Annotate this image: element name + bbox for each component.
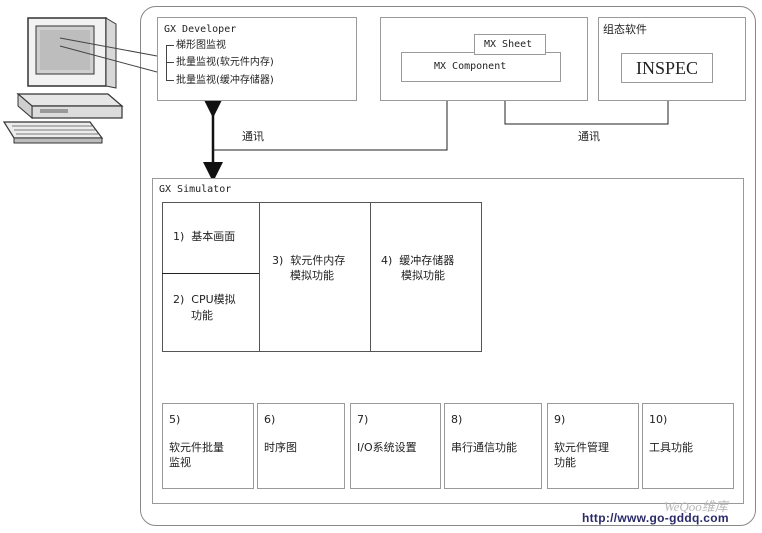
module-2-label-1: CPU模拟 <box>191 293 236 306</box>
module-2-number: 2) <box>173 293 185 306</box>
inspec-box: INSPEC <box>621 53 713 83</box>
gx-developer-item-2: 批量监视(软元件内存) <box>166 56 274 70</box>
gx-developer-item-1: 梯形图监视 <box>166 39 226 53</box>
mx-sheet-label: MX Sheet <box>484 39 533 50</box>
watermark-url: http://www.go-gddq.com <box>582 511 729 525</box>
config-software-label: 组态软件 <box>603 23 647 36</box>
module-10-label: 工具功能 <box>649 441 693 454</box>
config-software-box: 组态软件 INSPEC <box>598 17 746 101</box>
module-8-number: 8) <box>451 413 463 426</box>
gx-developer-box: GX Developer 梯形图监视 批量监视(软元件内存) 批量监视(缓冲存储… <box>157 17 357 101</box>
mx-component-box: MX Component <box>401 52 561 82</box>
gx-developer-item-3: 批量监视(缓冲存储器) <box>166 74 274 88</box>
module-device-memory: 3) 软元件内存 模拟功能 <box>259 202 371 352</box>
module-9-label-2: 功能 <box>554 456 576 469</box>
module-10-number: 10) <box>649 413 668 426</box>
module-7-number: 7) <box>357 413 369 426</box>
module-4-number: 4) <box>381 254 393 267</box>
module-buffer-memory: 4) 缓冲存储器 模拟功能 <box>370 202 482 352</box>
module-4-label-1: 缓冲存储器 <box>399 254 455 267</box>
module-6-label: 时序图 <box>264 441 297 454</box>
module-batch-monitor: 5) 软元件批量 监视 <box>162 403 254 489</box>
module-5-label-2: 监视 <box>169 456 191 469</box>
module-3-label-2: 模拟功能 <box>290 269 334 282</box>
module-basic-screen: 1) 基本画面 <box>162 202 260 274</box>
watermark-brand: WeQoo维库 <box>664 499 728 514</box>
comm-label-right: 通讯 <box>578 130 600 143</box>
comm-label-left: 通讯 <box>242 130 264 143</box>
module-1-label: 基本画面 <box>191 230 236 243</box>
module-serial-comm: 8) 串行通信功能 <box>444 403 542 489</box>
module-5-label-1: 软元件批量 <box>169 441 224 454</box>
module-3-label-1: 软元件内存 <box>290 254 346 267</box>
tree-branch <box>166 45 167 81</box>
module-tools: 10) 工具功能 <box>642 403 734 489</box>
inspec-label: INSPEC <box>635 57 698 78</box>
module-2-label-2: 功能 <box>191 309 213 322</box>
module-timing-chart: 6) 时序图 <box>257 403 345 489</box>
module-6-number: 6) <box>264 413 276 426</box>
mx-component-label: MX Component <box>434 61 507 72</box>
module-device-management: 9) 软元件管理 功能 <box>547 403 639 489</box>
outer-frame <box>140 6 756 526</box>
module-9-label-1: 软元件管理 <box>554 441 609 454</box>
module-4-label-2: 模拟功能 <box>401 269 445 282</box>
gx-simulator-title: GX Simulator <box>159 184 232 195</box>
module-5-number: 5) <box>169 413 181 426</box>
module-cpu-simulation: 2) CPU模拟 功能 <box>162 274 260 352</box>
module-9-number: 9) <box>554 413 566 426</box>
module-1-number: 1) <box>173 230 185 243</box>
module-7-label: I/O系统设置 <box>357 441 417 454</box>
gx-developer-title: GX Developer <box>164 24 237 35</box>
mx-sheet-box: MX Sheet <box>474 34 546 55</box>
module-io-settings: 7) I/O系统设置 <box>350 403 441 489</box>
computer-icon <box>2 17 124 144</box>
module-8-label: 串行通信功能 <box>451 441 517 454</box>
module-3-number: 3) <box>272 254 284 267</box>
